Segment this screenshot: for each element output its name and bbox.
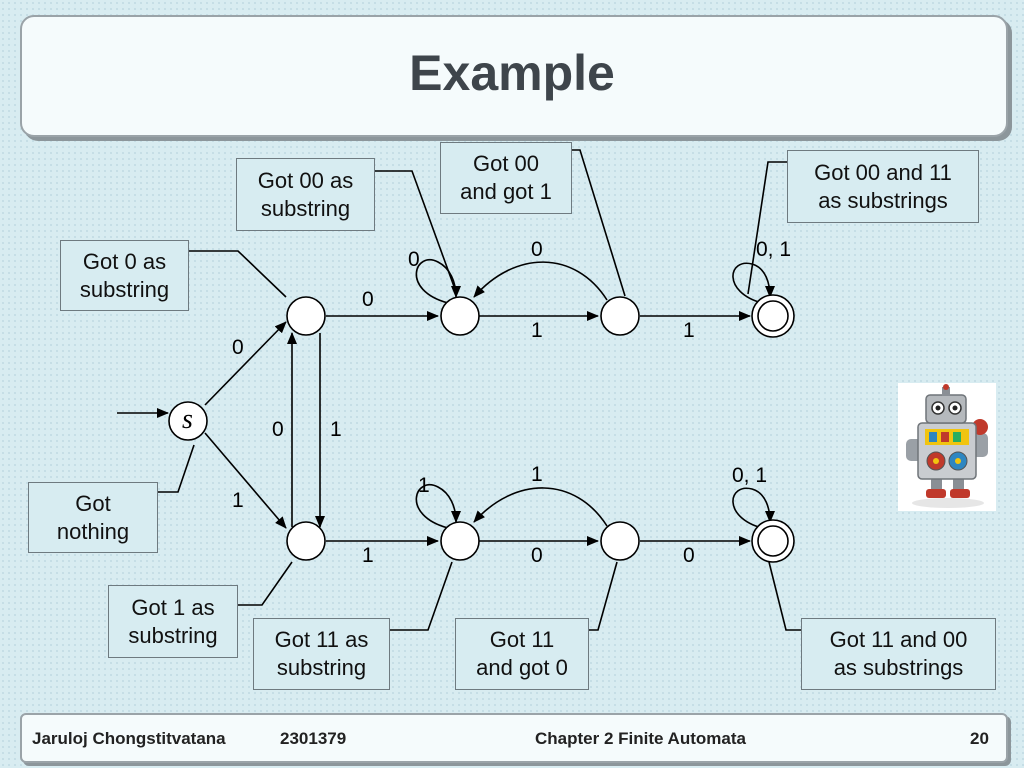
state-s <box>168 401 208 441</box>
annotation-got-0: Got 0 as substring <box>60 240 189 311</box>
loop-c <box>415 259 461 304</box>
edge-label-a-b: 0 <box>272 418 284 441</box>
leader-got-nothing <box>158 444 195 493</box>
edge-label-h-loop: 0, 1 <box>732 464 768 487</box>
annotation-got-11: Got 11 as substring <box>253 618 390 690</box>
state-got-00 <box>440 296 480 336</box>
state-got-0 <box>286 296 326 336</box>
footer-page-number: 20 <box>970 729 989 748</box>
slide-title: Example <box>409 45 615 101</box>
loop-h <box>732 487 775 529</box>
footer-bar <box>20 713 1008 763</box>
loop-e <box>732 262 775 304</box>
edge-label-g-f: 1 <box>531 463 543 486</box>
title-panel <box>20 15 1008 137</box>
edge-label-a-c: 0 <box>362 288 374 311</box>
leader-got-00-and-1 <box>572 149 626 297</box>
edge-label-d-c: 0 <box>531 238 543 261</box>
edge-s-a <box>204 321 287 406</box>
state-got-11-and-0 <box>600 521 640 561</box>
edge-label-f-g: 0 <box>531 544 543 567</box>
annotation-got-00: Got 00 as substring <box>236 158 375 231</box>
edge-label-s-a: 0 <box>232 336 244 359</box>
edge-label-e-loop: 0, 1 <box>756 238 792 261</box>
edge-label-b-a: 1 <box>330 418 342 441</box>
leader-got-11-and-00 <box>768 561 801 631</box>
leader-got-11 <box>390 561 453 631</box>
leader-got-00 <box>375 170 457 293</box>
annotation-got-11-and-00: Got 11 and 00 as substrings <box>801 618 996 690</box>
edge-d-c <box>473 261 608 301</box>
loop-f <box>415 484 461 529</box>
leader-got-1 <box>238 561 293 606</box>
state-got-11-and-00-inner <box>757 525 789 557</box>
edge-label-g-h: 0 <box>683 544 695 567</box>
state-got-1 <box>286 521 326 561</box>
robot-illustration <box>898 383 996 511</box>
edge-label-s-b: 1 <box>232 489 244 512</box>
leader-got-11-and-0 <box>589 561 618 631</box>
annotation-got-nothing: Got nothing <box>28 482 158 553</box>
edge-label-c-loop: 0 <box>408 248 420 271</box>
footer-chapter: Chapter 2 Finite Automata <box>535 729 746 748</box>
annotation-got-00-and-1: Got 00 and got 1 <box>440 142 572 214</box>
footer-author: Jaruloj Chongstitvatana <box>32 729 226 748</box>
edge-label-c-d: 1 <box>531 319 543 342</box>
edge-g-f <box>473 487 608 527</box>
state-got-00-and-1 <box>600 296 640 336</box>
edge-label-d-e: 1 <box>683 319 695 342</box>
edge-label-b-f: 1 <box>362 544 374 567</box>
state-got-00-and-11-inner <box>757 300 789 332</box>
annotation-got-1: Got 1 as substring <box>108 585 238 658</box>
edge-label-f-loop: 1 <box>418 474 430 497</box>
footer-course: 2301379 <box>280 729 347 748</box>
state-got-11 <box>440 521 480 561</box>
start-state-label: s <box>182 404 193 435</box>
edge-s-b <box>204 432 287 529</box>
leader-got-00-and-11 <box>747 161 787 295</box>
annotation-got-11-and-0: Got 11 and got 0 <box>455 618 589 690</box>
annotation-got-00-and-11: Got 00 and 11 as substrings <box>787 150 979 223</box>
leader-got-0 <box>189 250 287 298</box>
